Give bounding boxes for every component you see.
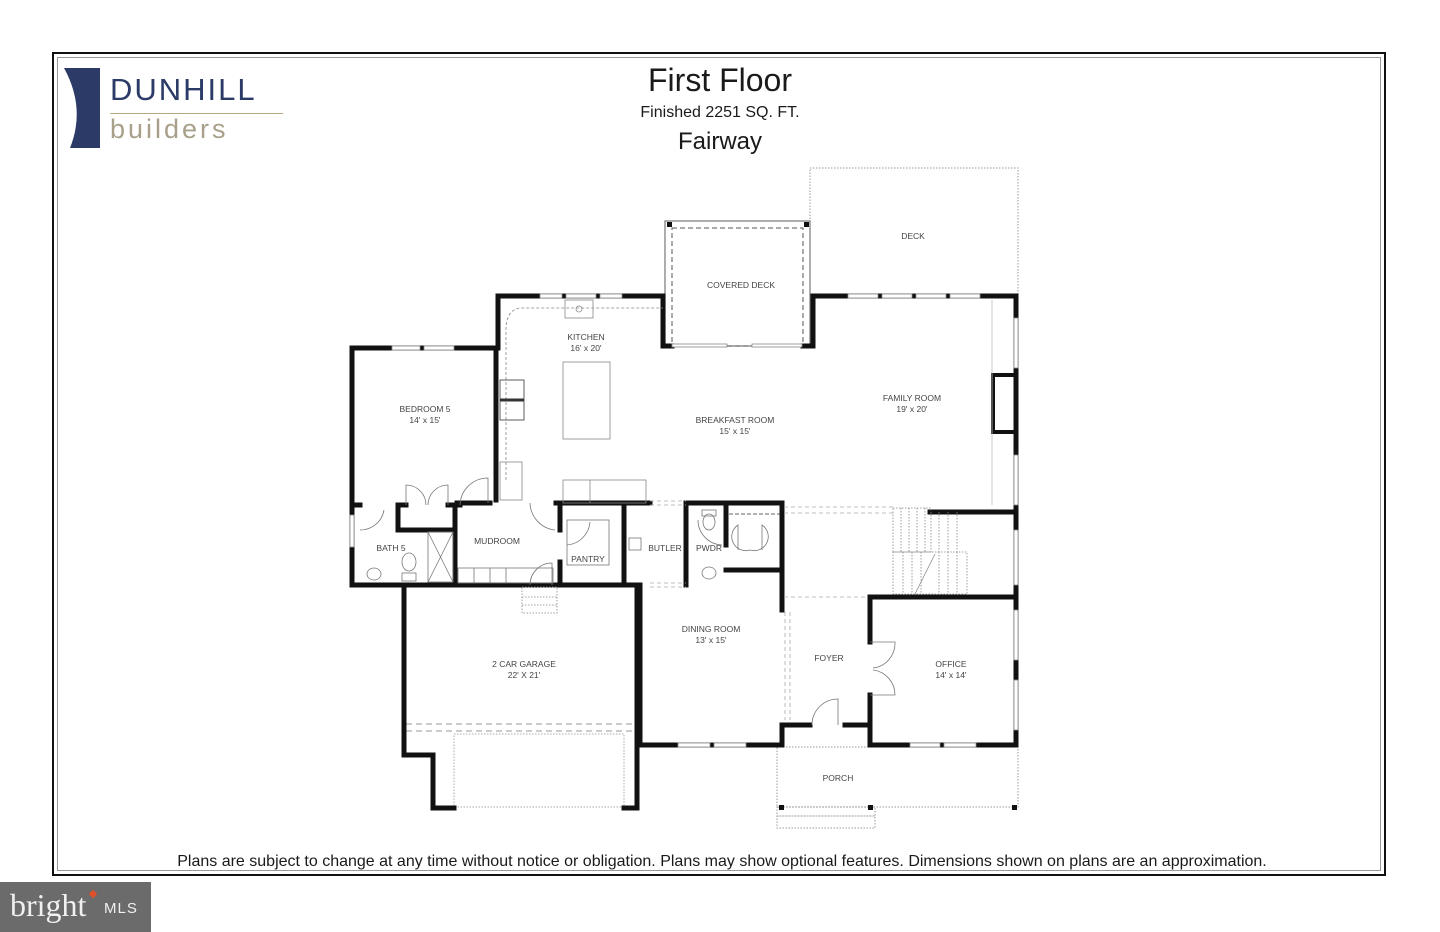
inner-frame [57, 57, 1381, 871]
logo-sub: builders [110, 114, 229, 144]
label-office: OFFICE [935, 659, 966, 669]
bath-fixtures [366, 509, 780, 584]
stairs [521, 507, 968, 614]
size-garage: 22' X 21' [508, 670, 541, 680]
size-office: 14' x 14' [935, 670, 967, 680]
porch-outline [776, 746, 1019, 829]
logo-divider [110, 113, 283, 114]
label-mudroom: MUDROOM [474, 536, 520, 546]
size-bedroom5: 14' x 15' [409, 415, 441, 425]
label-butler: BUTLER [648, 543, 682, 553]
windows [349, 293, 1019, 748]
size-family: 19' x 20' [896, 404, 928, 414]
bright-mls-watermark: bright MLS [0, 882, 151, 932]
bright-brand: bright [10, 887, 87, 923]
garage-door [406, 723, 637, 808]
size-dining: 13' x 15' [695, 635, 727, 645]
label-deck: DECK [901, 231, 925, 241]
dunhill-logo: DUNHILL builders [62, 66, 287, 150]
page-title: First Floor [648, 62, 792, 98]
label-porch: PORCH [823, 773, 854, 783]
label-pantry: PANTRY [571, 554, 605, 564]
kitchen-fixtures [499, 299, 663, 504]
openings [650, 300, 993, 720]
label-covered-deck: COVERED DECK [707, 280, 775, 290]
crescent-logo-icon [64, 68, 100, 148]
label-dining: DINING ROOM [682, 624, 741, 634]
label-bath5: BATH 5 [376, 543, 405, 553]
plan-name: Fairway [677, 128, 762, 155]
label-kitchen: KITCHEN [567, 332, 604, 342]
label-bedroom5: BEDROOM 5 [399, 404, 450, 414]
logo-brand: DUNHILL [110, 72, 257, 107]
label-pwdr: PWDR [696, 543, 722, 553]
doors [359, 477, 896, 726]
bright-star-icon [88, 889, 98, 899]
disclaimer: Plans are subject to change at any time … [177, 853, 1267, 870]
covered-deck [664, 220, 811, 347]
size-breakfast: 15' x 15' [719, 426, 751, 436]
room-labels: COVERED DECK DECK KITCHEN 16' x 20' BEDR… [376, 231, 967, 783]
outer-frame [52, 52, 1386, 876]
label-family: FAMILY ROOM [883, 393, 941, 403]
bright-suffix: MLS [104, 900, 138, 917]
size-kitchen: 16' x 20' [570, 343, 602, 353]
label-breakfast: BREAKFAST ROOM [696, 415, 775, 425]
label-garage: 2 CAR GARAGE [492, 659, 556, 669]
label-foyer: FOYER [814, 653, 843, 663]
finished-area: Finished 2251 SQ. FT. [640, 104, 800, 121]
